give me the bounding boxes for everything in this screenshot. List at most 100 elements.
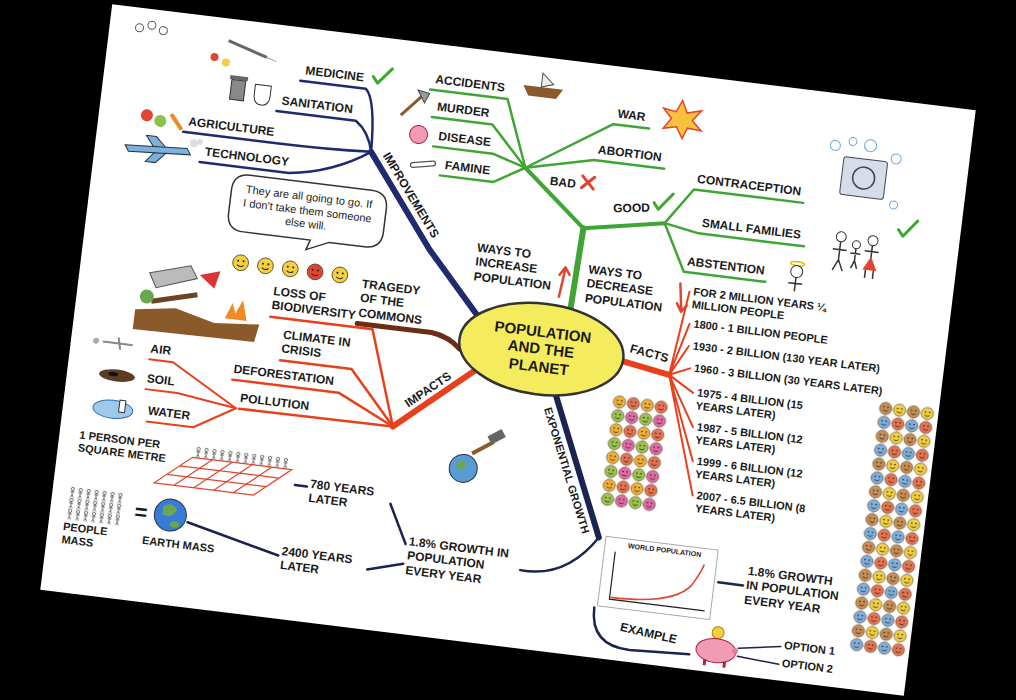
arrows-and-marks-part bbox=[676, 283, 689, 312]
impact-icons-part bbox=[487, 429, 505, 444]
decrease-branch-part bbox=[440, 158, 526, 186]
decrease-icons-part bbox=[852, 240, 861, 249]
branch-label: DEFORESTATION bbox=[233, 362, 335, 389]
decrease-branch-part bbox=[422, 90, 533, 168]
improvements-branch-part bbox=[293, 81, 379, 152]
branch-label: EXAMPLE bbox=[619, 620, 679, 647]
growth-branch-part bbox=[520, 528, 599, 579]
impact-icons-part bbox=[139, 289, 155, 305]
growth-chart bbox=[597, 536, 718, 619]
decrease-icons-part bbox=[409, 124, 429, 144]
impact-icons-part bbox=[148, 261, 199, 293]
piggy-bank-part bbox=[704, 659, 725, 667]
improvement-icons-part bbox=[147, 21, 156, 30]
branch-label: GOOD bbox=[613, 201, 650, 216]
branch-label: SMALL FAMILIES bbox=[701, 216, 802, 242]
note-label: EARTH MASS bbox=[141, 534, 215, 556]
impacts-branch-part bbox=[393, 361, 475, 436]
branch-label: WATER bbox=[147, 404, 191, 423]
growth-chart-part bbox=[597, 536, 718, 619]
improvements-branch-part bbox=[200, 131, 372, 182]
decrease-icons-part bbox=[851, 166, 876, 191]
note-label: 1.8% GROWTH IN POPULATION EVERY YEAR bbox=[743, 564, 848, 619]
growth-branch-part bbox=[718, 582, 743, 585]
growth-branch-part bbox=[737, 641, 781, 664]
decrease-icons-part bbox=[660, 98, 704, 141]
branch-label: WAYS TO INCREASE POPULATION bbox=[473, 241, 558, 294]
fact-label: 2007 - 6.5 BILLION (8 YEARS LATER) bbox=[694, 489, 814, 530]
impact-icons-part bbox=[456, 460, 467, 470]
branch-label: ABORTION bbox=[597, 143, 662, 165]
improvement-icons-part bbox=[189, 139, 198, 148]
impact-icons-part bbox=[93, 337, 100, 344]
improvement-icons-part bbox=[154, 114, 167, 127]
speech-faces-part bbox=[257, 257, 275, 275]
improvements-branch bbox=[165, 67, 502, 315]
improvement-icons-part bbox=[135, 23, 144, 32]
density-illustration-part bbox=[194, 447, 291, 470]
impact-icons-part bbox=[151, 289, 197, 306]
decrease-branch-part bbox=[519, 168, 590, 229]
branch-label: MURDER bbox=[436, 100, 490, 121]
decrease-icons-part bbox=[849, 137, 858, 146]
arrows-and-marks-part bbox=[653, 192, 673, 211]
option-label: OPTION 2 bbox=[781, 657, 834, 676]
note-label: 1 PERSON PER SQUARE METRE bbox=[77, 428, 170, 465]
piggy-bank-part bbox=[695, 636, 738, 665]
branch-label: IMPACTS bbox=[402, 369, 454, 411]
decrease-icons-part bbox=[891, 153, 902, 164]
bubble-shape bbox=[225, 173, 388, 259]
impact-icons-part bbox=[198, 269, 220, 289]
branch-label: BAD bbox=[549, 174, 577, 191]
branch-label: EXPONENTIAL GROWTH bbox=[540, 405, 591, 534]
growth-branch-part bbox=[539, 395, 615, 537]
note-label: PEOPLE MASS bbox=[61, 520, 124, 553]
decrease-icons-part bbox=[417, 90, 430, 103]
decrease-icons-part bbox=[864, 139, 877, 152]
branch-label: WAYS TO DECREASE POPULATION bbox=[584, 262, 671, 315]
improvement-icons-part bbox=[266, 57, 276, 61]
impact-icons-part bbox=[102, 336, 133, 352]
population-dots-part bbox=[600, 394, 669, 512]
piggy-bank bbox=[694, 624, 741, 669]
branch-label: WAR bbox=[617, 107, 647, 125]
decrease-icons-part bbox=[836, 231, 847, 242]
branch-label: TECHNOLOGY bbox=[204, 145, 290, 170]
impacts-branch-part bbox=[147, 398, 236, 432]
decrease-icons-part bbox=[790, 265, 803, 278]
decrease-icons-part bbox=[830, 140, 841, 151]
improvement-icons-part bbox=[170, 114, 184, 129]
improvement-icons-part bbox=[221, 58, 230, 67]
branch-label: SANITATION bbox=[281, 94, 354, 117]
density-illustration-part bbox=[161, 504, 182, 529]
decrease-icons-part bbox=[867, 235, 878, 246]
decrease-icons-part bbox=[839, 157, 887, 200]
speech-faces bbox=[232, 254, 349, 284]
note-label: 2400 YEARS LATER bbox=[279, 544, 367, 583]
improvement-icons-part bbox=[230, 75, 248, 81]
decrease-icons-part bbox=[787, 277, 803, 293]
density-illustration-part bbox=[153, 497, 189, 533]
speech-faces-part bbox=[331, 266, 349, 284]
tragedy-branch-part bbox=[356, 323, 462, 349]
impact-icons-part bbox=[225, 298, 249, 321]
card: They are all going to go. If I don't tak… bbox=[40, 4, 975, 696]
arrows-and-marks-part bbox=[581, 176, 594, 189]
option-label: OPTION 1 bbox=[783, 639, 836, 658]
improvement-icons-part bbox=[210, 53, 219, 62]
fact-label: 1999 - 6 BILLION (12 YEARS LATER) bbox=[694, 455, 808, 495]
piggy-bank-part bbox=[711, 626, 724, 639]
decrease-branch-part bbox=[427, 117, 530, 168]
speech-faces-part bbox=[232, 254, 250, 272]
note-label: 1.8% GROWTH IN POPULATION EVERY YEAR bbox=[405, 534, 519, 590]
improvement-icons-part bbox=[253, 84, 271, 106]
equals-sign: = bbox=[133, 499, 149, 527]
note-label: 780 YEARS LATER bbox=[308, 477, 391, 515]
decrease-icons-part bbox=[401, 92, 424, 117]
impacts-branch-part bbox=[229, 380, 396, 427]
piggy-bank-part bbox=[732, 648, 739, 655]
impact-icons-part bbox=[92, 398, 134, 421]
growth-chart-part bbox=[609, 552, 710, 611]
speech-faces-part bbox=[306, 263, 324, 281]
density-illustration-part bbox=[65, 487, 125, 527]
